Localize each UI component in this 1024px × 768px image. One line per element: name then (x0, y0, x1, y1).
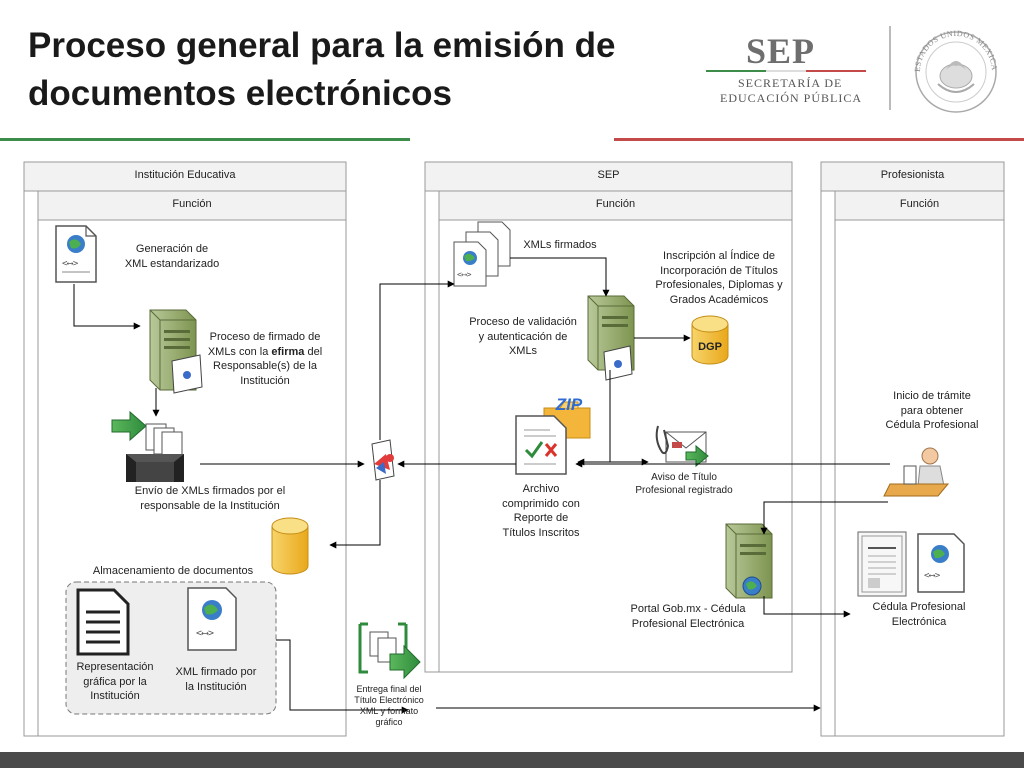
label-representacion: Representación gráfica por la Institució… (76, 661, 154, 702)
page-title: Proceso general para la emisión de docum… (28, 22, 708, 118)
svg-text:<⟷>: <⟷> (457, 270, 472, 279)
label-xmls-firmados: XMLs firmados (523, 239, 597, 251)
title-line-2: documentos electrónicos (28, 74, 452, 113)
xml-document-icon: <⟷> (55, 225, 97, 283)
label-proceso-firmado-2a: XMLs con la (207, 345, 272, 358)
national-seal-icon: ESTADOS UNIDOS MEXICANOS (908, 22, 999, 113)
logo-green-bar (706, 70, 766, 72)
envelope-icon (655, 425, 709, 468)
lane-institucion-sub: Función (172, 198, 212, 210)
lane-profesionista-title: Profesionista (880, 169, 945, 181)
logo-red-bar (806, 70, 866, 72)
logo-sub-1: SECRETARÍA DE (738, 76, 843, 90)
logo-sub-2: EDUCACIÓN PÚBLICA (720, 91, 863, 105)
label-zip: ZIP (555, 395, 583, 414)
dgp-database-icon (691, 315, 729, 365)
label-entrega-final: Entrega final del Título Electrónico XML… (354, 684, 424, 727)
label-envio-xmls: Envío de XMLs firmados por el responsabl… (134, 485, 286, 512)
cedula-xml-document-icon: <⟷> (917, 533, 965, 593)
graphic-document-icon (76, 588, 130, 656)
sep-logo: SEP SECRETARÍA DE EDUCACIÓN PÚBLICA (706, 30, 866, 110)
portal-server-icon (725, 523, 773, 599)
svg-text:<⟷>: <⟷> (62, 259, 79, 269)
label-inscripcion: Inscripción al Índice de Incorporación d… (655, 250, 783, 306)
lane-profesionista (820, 161, 1005, 737)
lane-profesionista-sub: Función (899, 198, 940, 210)
report-document-icon (515, 415, 567, 475)
label-proceso-firmado-2c: del (304, 345, 323, 358)
label-portal-gob: Portal Gob.mx - Cédula Profesional Elect… (630, 603, 746, 630)
lane-sep-sub: Función (595, 198, 636, 210)
footer-bar (0, 752, 1024, 768)
outbox-documents-icon (111, 410, 184, 482)
seal-divider (889, 26, 891, 110)
connectors (73, 257, 890, 714)
label-proceso-firmado: Proceso de firmado de XMLs con la efirma… (200, 330, 330, 388)
label-proceso-validacion: Proceso de validación y autenticación de… (469, 316, 577, 357)
label-xml-firmado: XML firmado por la Institución (175, 666, 257, 693)
label-dgp: DGP (698, 341, 722, 353)
title-line-1: Proceso general para la emisión de (28, 26, 616, 65)
red-rule (614, 138, 1024, 141)
label-proceso-firmado-1: Proceso de firmado de (209, 331, 321, 343)
label-inicio-tramite: Inicio de trámite para obtener Cédula Pr… (885, 390, 979, 431)
signed-xml-document-icon: <⟷> (187, 587, 237, 651)
green-rule (0, 138, 410, 141)
svg-text:<⟷>: <⟷> (924, 571, 941, 581)
lane-institucion-title: Institución Educativa (134, 169, 236, 181)
exchange-signature-icon (371, 439, 395, 481)
svg-text:<⟷>: <⟷> (196, 628, 214, 639)
institution-database-icon (271, 517, 309, 575)
label-cedula-electronica: Cédula Profesional Electrónica (872, 601, 966, 628)
signature-card-icon (171, 354, 203, 394)
final-delivery-icon (358, 622, 421, 680)
lane-sep-title: SEP (597, 169, 620, 181)
sep-logo-text: SEP (746, 31, 816, 71)
label-archivo-comprimido: Archivo comprimido con Reporte de Título… (502, 483, 580, 539)
certificate-icon (857, 531, 907, 597)
validation-signature-card-icon (603, 345, 633, 381)
label-almacenamiento: Almacenamiento de documentos (92, 565, 254, 577)
label-proceso-firmado-3: Responsable(s) de la Institución (213, 360, 317, 387)
signed-xmls-stack-icon: <⟷> (453, 221, 511, 287)
label-aviso-titulo: Aviso de Título Profesional registrado (635, 472, 733, 496)
label-efirma: efirma (271, 345, 305, 358)
label-generacion-xml: Generación de XML estandarizado (124, 243, 220, 270)
user-at-desk-icon (883, 447, 950, 497)
logo-white-bar (766, 70, 806, 72)
